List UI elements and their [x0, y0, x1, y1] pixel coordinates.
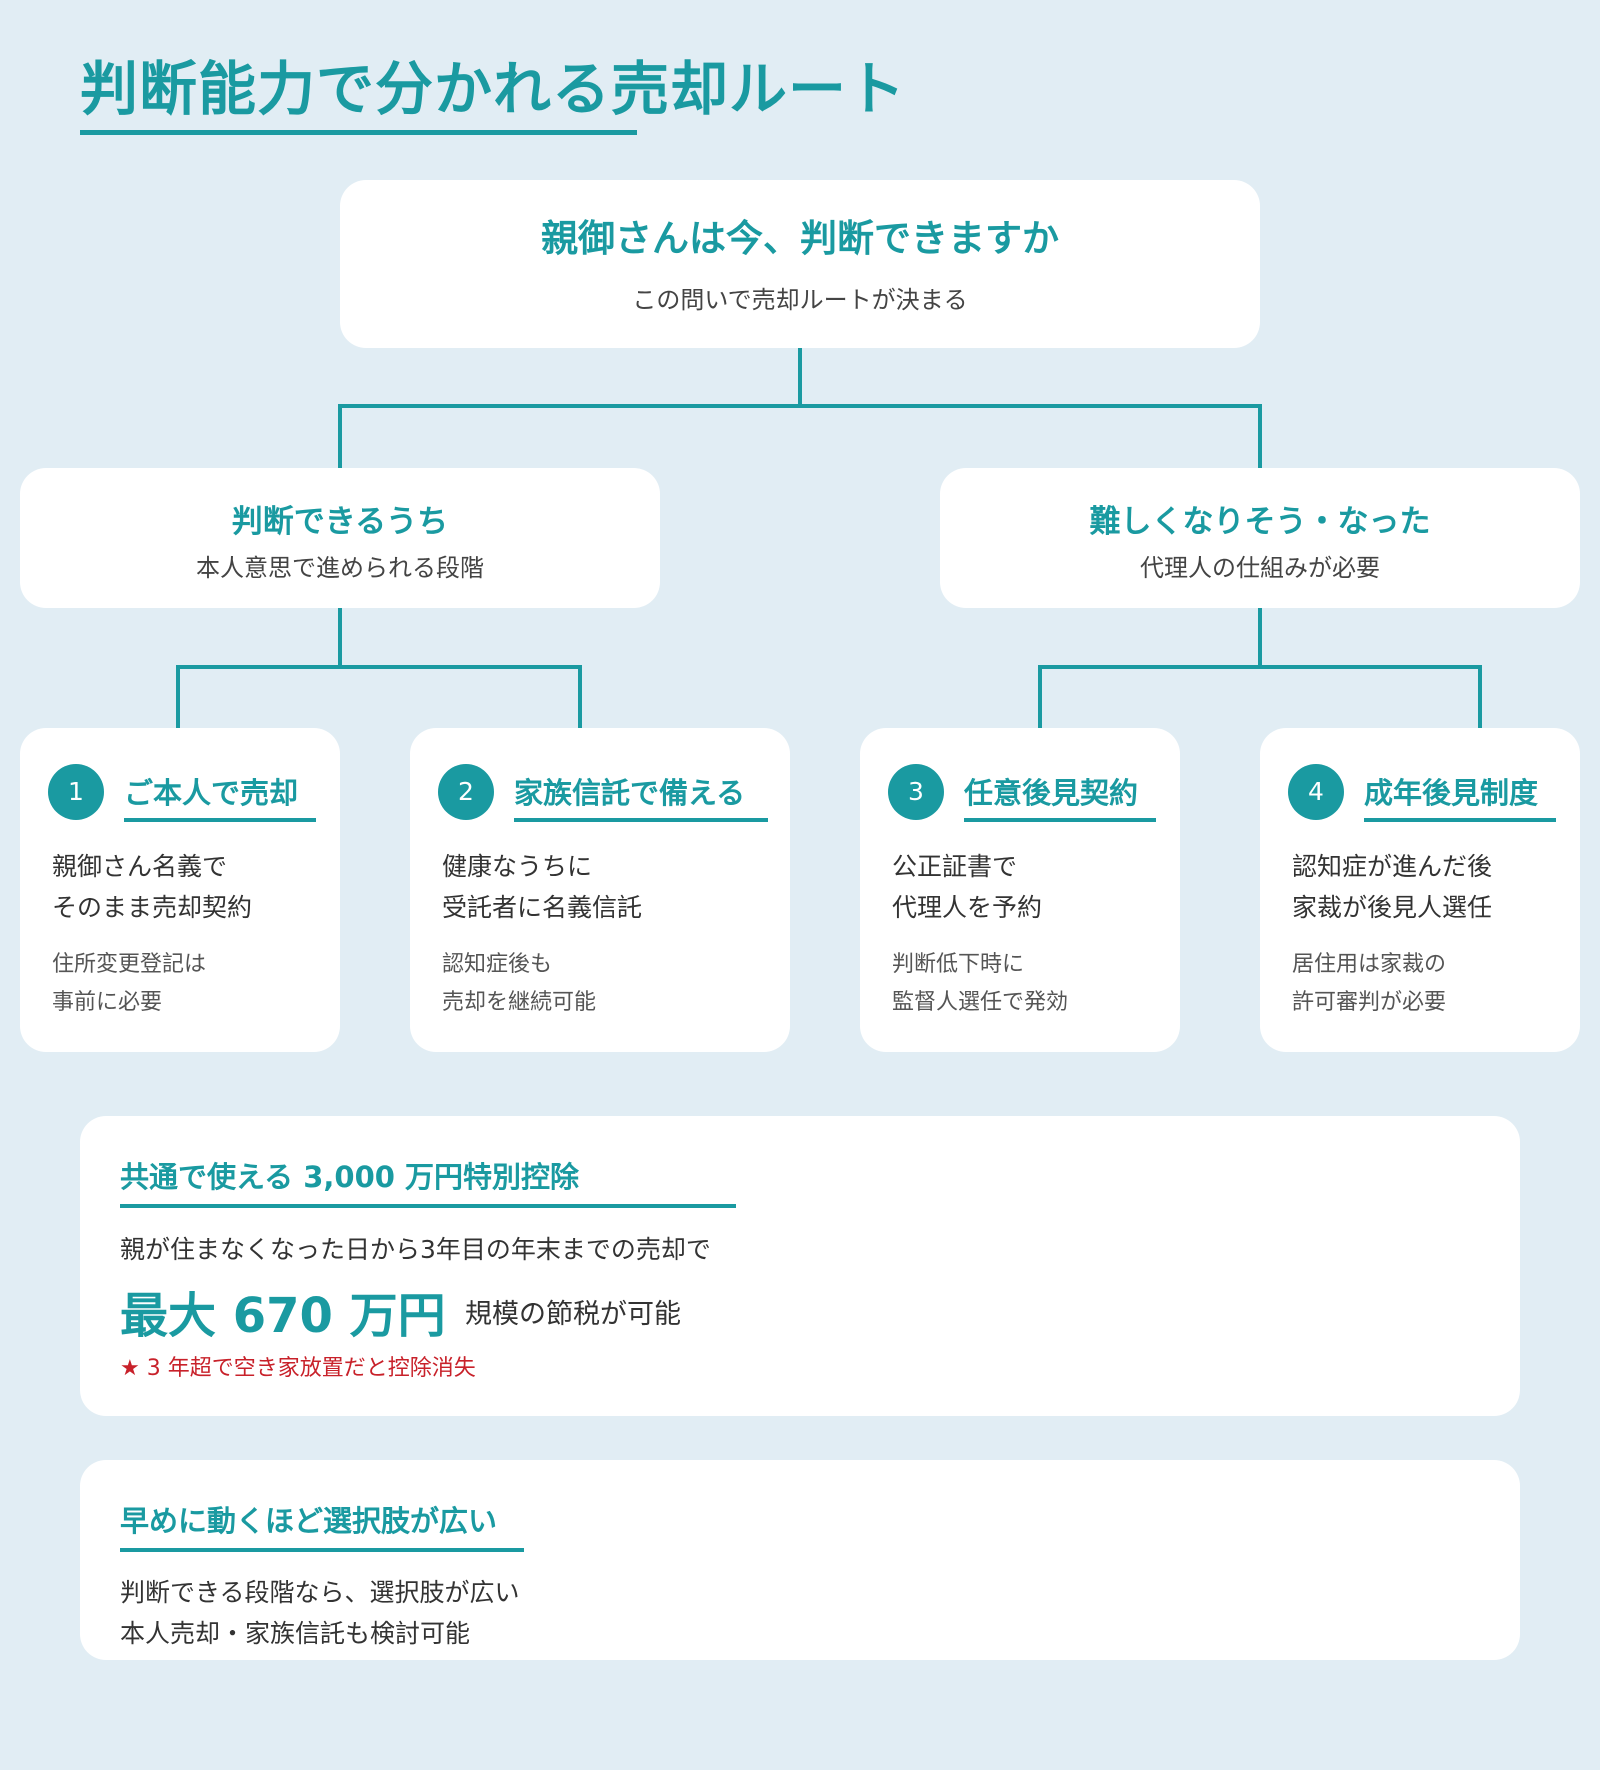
deduction-amount: 最大 670 万円 [120, 1288, 446, 1344]
early-action-line: 本人売却・家族信託も検討可能 [120, 1619, 471, 1648]
route-note: 判断低下時に 監督人選任で発効 [892, 946, 1068, 1022]
deduction-warning: ★ 3 年超で空き家放置だと控除消失 [120, 1356, 476, 1381]
branch-title: 判断できるうち [231, 504, 449, 540]
route-note-line: 監督人選任で発効 [892, 990, 1069, 1015]
route-title: ご本人で売却 [124, 776, 299, 810]
right-branch-connector [1038, 608, 1482, 728]
deduction-title: 共通で使える 3,000 万円特別控除 [120, 1160, 580, 1194]
route-number-badge: 2 [438, 764, 494, 820]
page-title: 判断能力で分かれる売却ルート [80, 55, 907, 123]
early-action-card: 早めに動くほど選択肢が広い 判断できる段階なら、選択肢が広い 本人売却・家族信託… [80, 1460, 1520, 1660]
early-action-title: 早めに動くほど選択肢が広い [120, 1504, 498, 1538]
route-title-underline [124, 818, 316, 822]
route-note-line: 居住用は家裁の [1292, 952, 1447, 977]
route-note: 居住用は家裁の 許可審判が必要 [1292, 946, 1446, 1022]
title-underline [80, 130, 637, 135]
route-description-line: そのまま売却契約 [52, 893, 253, 922]
root-connector [338, 348, 1262, 468]
deduction-scale: 規模の節税が可能 [465, 1299, 681, 1330]
route-note-line: 認知症後も [442, 952, 553, 977]
route-note-line: 許可審判が必要 [1292, 990, 1447, 1015]
route-card-voluntary-guardianship: 3 任意後見契約 公正証書で 代理人を予約 判断低下時に 監督人選任で発効 [860, 728, 1180, 1052]
route-note-line: 住所変更登記は [52, 952, 207, 977]
route-number-badge: 3 [888, 764, 944, 820]
route-note-line: 売却を継続可能 [442, 990, 597, 1015]
route-note-line: 判断低下時に [892, 952, 1025, 977]
route-note: 住所変更登記は 事前に必要 [52, 946, 206, 1022]
route-description-line: 家裁が後見人選任 [1292, 893, 1493, 922]
branch-card-difficult: 難しくなりそう・なった 代理人の仕組みが必要 [940, 468, 1580, 608]
deduction-title-underline [120, 1204, 736, 1208]
branch-subtitle: 本人意思で進められる段階 [196, 554, 484, 582]
route-description-line: 健康なうちに [442, 852, 593, 881]
route-title: 任意後見契約 [964, 776, 1139, 810]
branch-title: 難しくなりそう・なった [1089, 504, 1431, 540]
route-description-line: 代理人を予約 [892, 893, 1043, 922]
route-title-underline [1364, 818, 1556, 822]
route-description-line: 認知症が進んだ後 [1292, 852, 1493, 881]
route-note: 認知症後も 売却を継続可能 [442, 946, 596, 1022]
route-number-badge: 1 [48, 764, 104, 820]
deduction-condition: 親が住まなくなった日から3年目の年末までの売却で [120, 1235, 711, 1264]
route-description: 健康なうちに 受託者に名義信託 [442, 846, 642, 928]
left-branch-connector [176, 608, 582, 728]
root-question: 親御さんは今、判断できますか [541, 217, 1059, 260]
early-action-text: 判断できる段階なら、選択肢が広い 本人売却・家族信託も検討可能 [120, 1572, 520, 1654]
branch-subtitle: 代理人の仕組みが必要 [1140, 554, 1380, 582]
route-note-line: 事前に必要 [52, 990, 163, 1015]
branch-card-capable: 判断できるうち 本人意思で進められる段階 [20, 468, 660, 608]
route-title: 成年後見制度 [1364, 776, 1539, 810]
route-card-self-sale: 1 ご本人で売却 親御さん名義で そのまま売却契約 住所変更登記は 事前に必要 [20, 728, 340, 1052]
route-description-line: 受託者に名義信託 [442, 893, 643, 922]
route-description: 親御さん名義で そのまま売却契約 [52, 846, 252, 928]
early-action-line: 判断できる段階なら、選択肢が広い [120, 1578, 520, 1607]
special-deduction-card: 共通で使える 3,000 万円特別控除 親が住まなくなった日から3年目の年末まで… [80, 1116, 1520, 1416]
route-description: 公正証書で 代理人を予約 [892, 846, 1042, 928]
route-description-line: 親御さん名義で [52, 852, 228, 881]
root-subtitle: この問いで売却ルートが決まる [632, 286, 968, 314]
early-action-title-underline [120, 1548, 524, 1552]
root-question-card: 親御さんは今、判断できますか この問いで売却ルートが決まる [340, 180, 1260, 348]
route-number-badge: 4 [1288, 764, 1344, 820]
route-title: 家族信託で備える [514, 776, 746, 810]
route-card-family-trust: 2 家族信託で備える 健康なうちに 受託者に名義信託 認知症後も 売却を継続可能 [410, 728, 790, 1052]
route-description: 認知症が進んだ後 家裁が後見人選任 [1292, 846, 1492, 928]
route-description-line: 公正証書で [892, 852, 1018, 881]
route-title-underline [964, 818, 1156, 822]
route-card-adult-guardianship: 4 成年後見制度 認知症が進んだ後 家裁が後見人選任 居住用は家裁の 許可審判が… [1260, 728, 1580, 1052]
route-title-underline [514, 818, 768, 822]
